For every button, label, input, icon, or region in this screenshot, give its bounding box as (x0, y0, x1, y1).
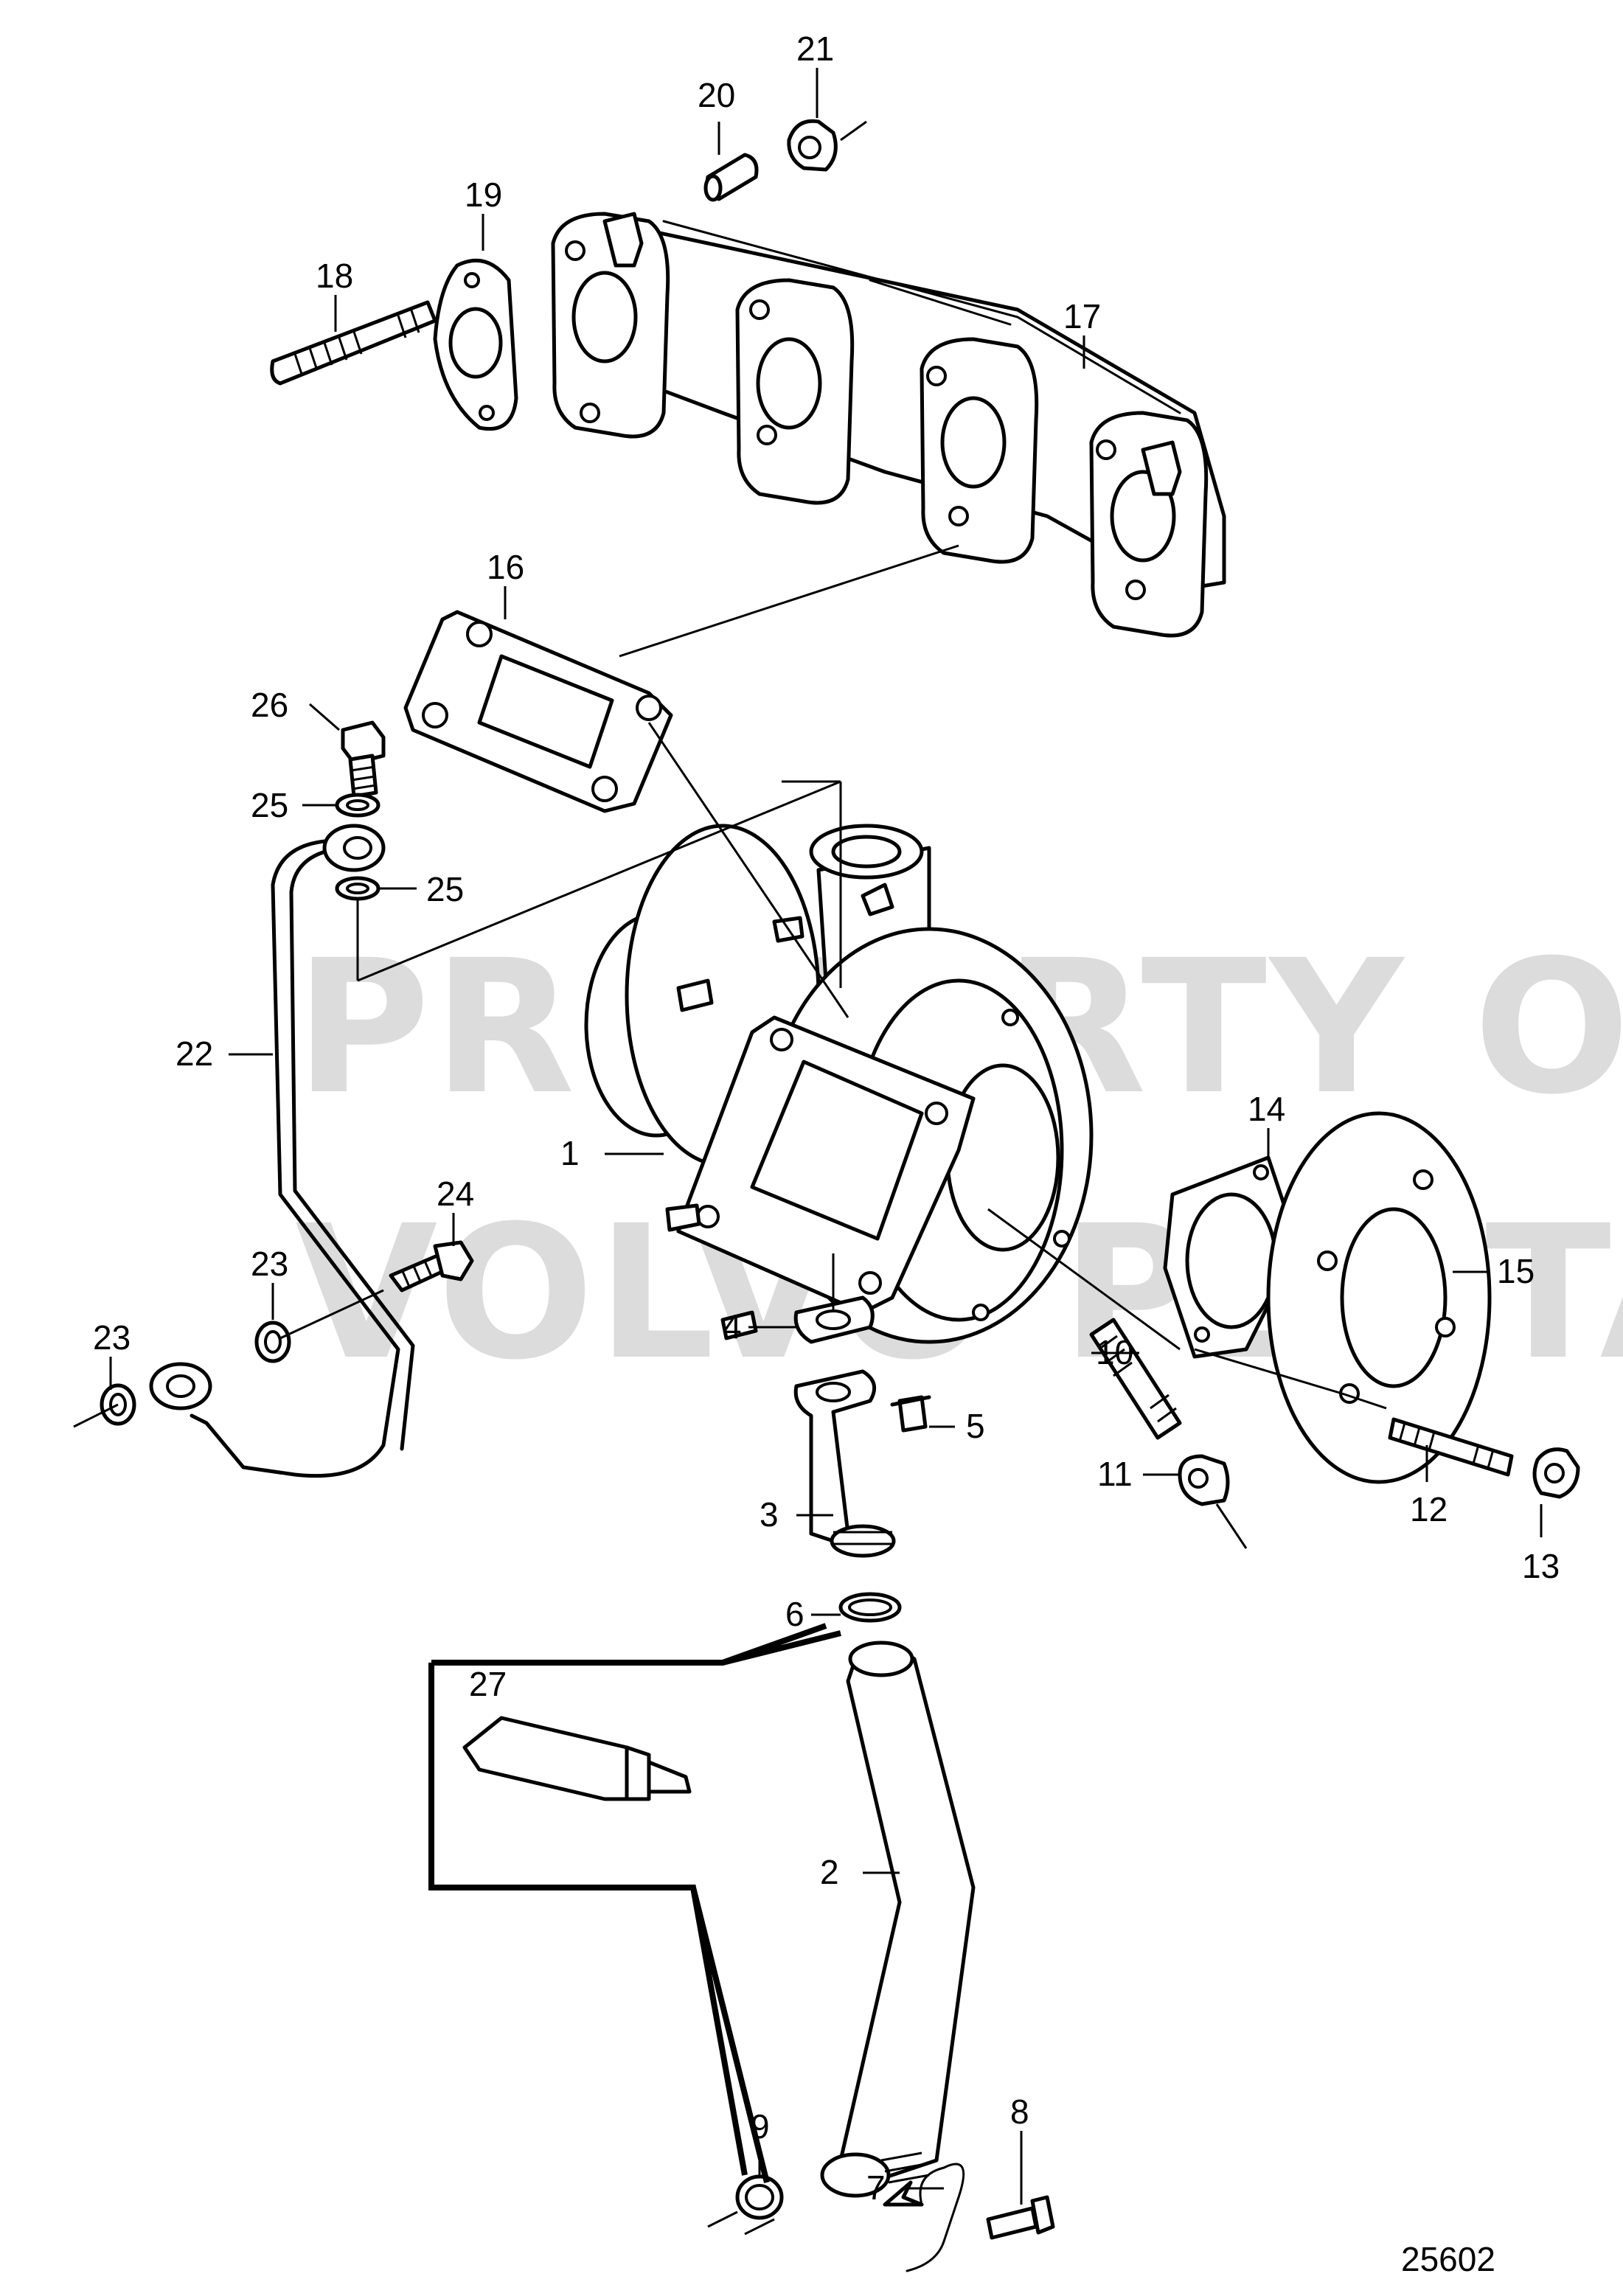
turbo-flange-gasket (403, 610, 673, 813)
turbo-stud (1089, 1318, 1182, 1440)
callout-19: 19 (465, 175, 502, 214)
callout-18: 18 (316, 257, 353, 295)
outlet-flange (1266, 1111, 1492, 1484)
sleeve (703, 153, 759, 202)
callout-14: 14 (1248, 1090, 1285, 1128)
drain-bolt (890, 1395, 931, 1433)
callout-6: 6 (785, 1595, 804, 1633)
callout-25-lower: 25 (426, 870, 464, 908)
manifold-gasket (433, 258, 518, 431)
leader-lines (73, 68, 1543, 2236)
callout-12: 12 (1410, 1490, 1448, 1528)
callout-8: 8 (1010, 2093, 1029, 2131)
callout-24: 24 (437, 1175, 474, 1213)
turbo-nut (1178, 1454, 1248, 1549)
flange-nut (1532, 1447, 1580, 1499)
callout-16: 16 (487, 548, 524, 586)
drain-pipe-lower (820, 1641, 976, 2198)
drain-gasket (793, 1295, 875, 1344)
lower-o-ring (707, 2174, 784, 2228)
callout-15: 15 (1497, 1252, 1535, 1290)
callout-11: 11 (1097, 1455, 1133, 1493)
callout-5: 5 (966, 1407, 985, 1445)
callout-20: 20 (698, 76, 735, 114)
callout-22: 22 (175, 1034, 213, 1073)
banjo-bolt-upper (341, 720, 386, 799)
callout-2: 2 (820, 1853, 839, 1891)
callout-13: 13 (1522, 1547, 1560, 1585)
callout-10: 10 (1096, 1333, 1133, 1371)
callout-21: 21 (796, 29, 834, 68)
retaining-clip (883, 2163, 965, 2272)
turbocharger (584, 824, 1094, 1344)
nut (787, 119, 867, 172)
callout-23-left: 23 (93, 1318, 131, 1357)
callout-17: 17 (1063, 297, 1101, 335)
drain-pipe-upper (793, 1369, 896, 1558)
callouts: 1 2 3 4 5 6 7 8 9 10 11 12 13 14 15 16 1… (93, 29, 1560, 2207)
sealant-inset (428, 1623, 841, 2183)
figure-number: 25602 (1401, 2240, 1495, 2278)
callout-9: 9 (751, 2107, 770, 2146)
callout-27: 27 (469, 1665, 507, 1703)
outlet-gasket (1163, 1155, 1300, 1359)
clip-bolt (986, 2195, 1055, 2240)
stud (270, 300, 437, 386)
flange-bolt (1388, 1417, 1514, 1477)
callout-7: 7 (866, 2168, 886, 2207)
callout-26: 26 (251, 686, 288, 724)
callout-23-right: 23 (251, 1245, 288, 1283)
banjo-lower (149, 1362, 212, 1410)
banjo-bolt-lower (389, 1240, 474, 1293)
callout-4: 4 (723, 1307, 742, 1346)
banjo-upper (322, 824, 386, 872)
upper-o-ring (838, 1592, 902, 1623)
callout-25-upper: 25 (251, 786, 288, 824)
exhaust-manifold (551, 212, 1226, 638)
callout-1: 1 (560, 1134, 580, 1172)
callout-3: 3 (760, 1495, 779, 1534)
